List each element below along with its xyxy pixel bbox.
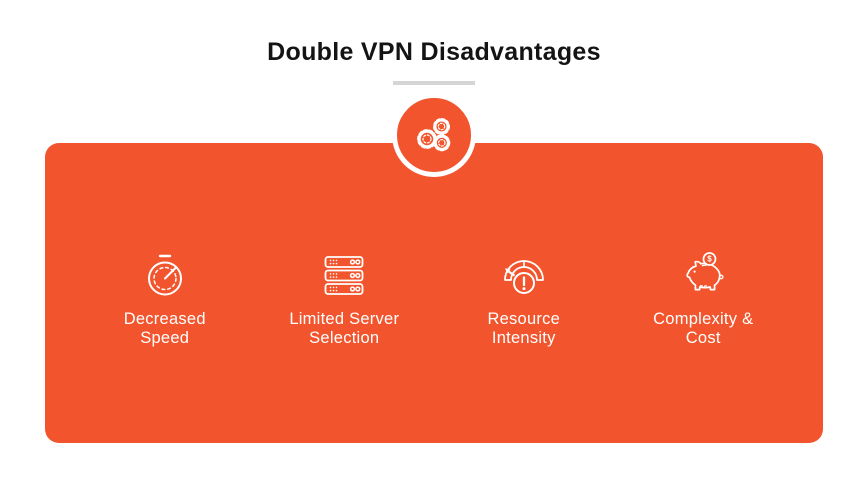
gauge-warning-icon [503, 260, 544, 295]
piggy-bank-icon: $ [686, 252, 724, 291]
server-stack-icon [324, 256, 364, 295]
gears-icon [417, 118, 451, 152]
disadvantage-item-resource-intensity: Resource Intensity [436, 251, 612, 349]
gears-badge [392, 93, 476, 177]
page-title: Double VPN Disadvantages [267, 38, 601, 66]
stopwatch-icon [147, 254, 182, 296]
disadvantage-item-decreased-speed: Decreased Speed [77, 251, 253, 349]
item-label: Resource Intensity [487, 310, 561, 348]
dollar-sign-glyph: $ [708, 255, 713, 264]
disadvantage-item-complexity-cost: $ Complexity & Cost [615, 251, 791, 349]
disadvantages-panel: Decreased Speed [45, 143, 823, 443]
item-label: Limited Server Selection [289, 310, 400, 348]
item-label: Decreased Speed [123, 310, 206, 348]
item-label: Complexity & Cost [653, 310, 754, 348]
disadvantage-item-limited-server-selection: Limited Server Selection [256, 251, 432, 349]
title-divider [393, 81, 475, 85]
